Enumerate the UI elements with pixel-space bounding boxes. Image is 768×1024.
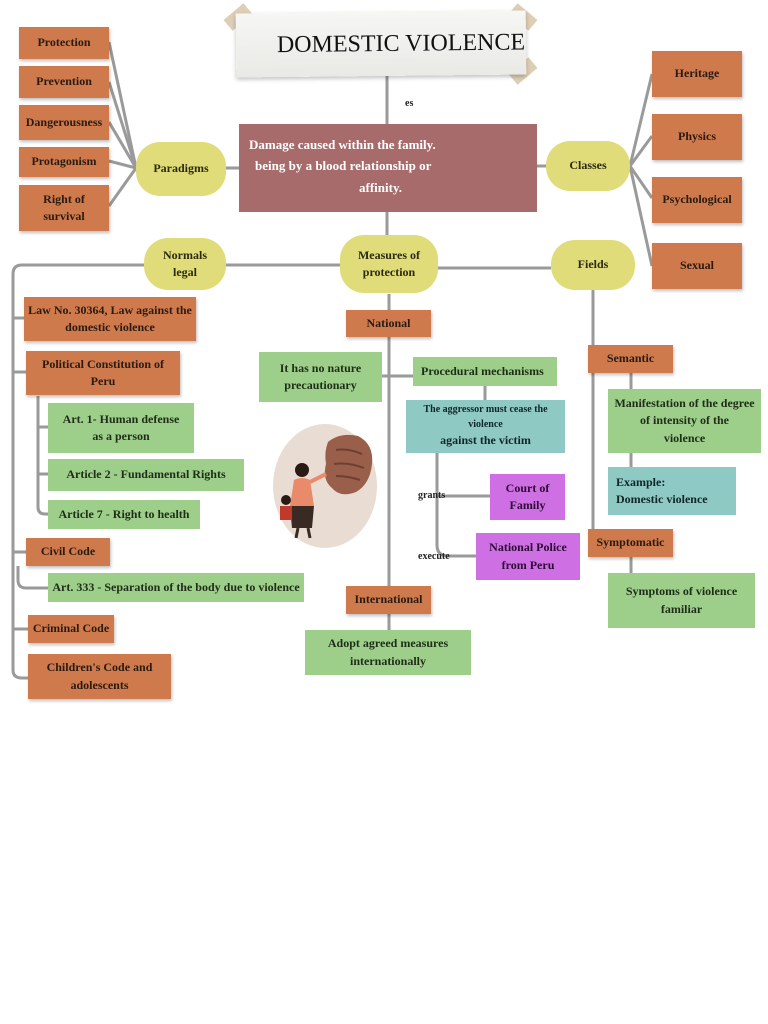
no-precautionary-nature: It has no nature precautionary xyxy=(259,352,382,402)
procedural-mechanisms: Procedural mechanisms xyxy=(413,357,557,386)
paradigm-dangerousness: Dangerousness xyxy=(19,105,109,140)
paradigm-prevention: Prevention xyxy=(19,66,109,98)
normals-legal-node: Normals legal xyxy=(144,238,226,290)
court-of-family: Court of Family xyxy=(490,474,565,520)
international-node: International xyxy=(346,586,431,614)
fields-node: Fields xyxy=(551,240,635,290)
definition-box: Damage caused within the family. being b… xyxy=(239,124,537,212)
fist-threatening-woman-and-child-illustration xyxy=(273,424,377,548)
aggressor-cease-violence: The aggressor must cease the violence ag… xyxy=(406,400,565,453)
semantic-node: Semantic xyxy=(588,345,673,373)
aggressor-line1: The aggressor must cease the violence xyxy=(423,404,548,430)
national-police-peru: National Police from Peru xyxy=(476,533,580,580)
title-banner: DOMESTIC VIOLENCE xyxy=(235,10,527,78)
page-title: DOMESTIC VIOLENCE xyxy=(276,28,526,58)
execute-label: execute xyxy=(418,551,450,562)
symptomatic-node: Symptomatic xyxy=(588,529,673,557)
paradigm-protection: Protection xyxy=(19,27,109,59)
definition-line2: being by a blood relationship or xyxy=(255,158,432,174)
classes-node: Classes xyxy=(546,141,630,191)
class-sexual: Sexual xyxy=(652,243,742,289)
aggressor-line2: against the victim xyxy=(440,433,531,448)
paradigms-node: Paradigms xyxy=(136,142,226,196)
definition-line1: Damage caused within the family. xyxy=(249,137,436,152)
class-physics: Physics xyxy=(652,114,742,160)
article-1: Art. 1- Human defense as a person xyxy=(48,403,194,453)
symptomatic-description: Symptoms of violence familiar xyxy=(608,573,755,628)
law-30364: Law No. 30364, Law against the domestic … xyxy=(24,297,196,341)
article-333: Art. 333 - Separation of the body due to… xyxy=(48,573,304,602)
paradigm-protagonism: Protagonism xyxy=(19,147,109,177)
international-measures: Adopt agreed measures internationally xyxy=(305,630,471,675)
semantic-description: Manifestation of the degree of intensity… xyxy=(608,389,761,453)
criminal-code: Criminal Code xyxy=(28,615,114,643)
article-2: Article 2 - Fundamental Rights xyxy=(48,459,244,491)
class-psychological: Psychological xyxy=(652,177,742,223)
civil-code: Civil Code xyxy=(26,538,110,566)
grants-label: grants xyxy=(418,490,446,501)
paradigm-right-of-survival: Right of survival xyxy=(19,185,109,231)
national-node: National xyxy=(346,310,431,337)
measures-of-protection-node: Measures of protection xyxy=(340,235,438,293)
definition-line3: affinity. xyxy=(359,179,402,195)
childrens-code: Children's Code and adolescents xyxy=(28,654,171,699)
class-heritage: Heritage xyxy=(652,51,742,97)
article-7: Article 7 - Right to health xyxy=(48,500,200,529)
connector-es: es xyxy=(405,98,414,109)
semantic-example: Example: Domestic violence xyxy=(608,467,736,515)
political-constitution: Political Constitution of Peru xyxy=(26,351,180,395)
